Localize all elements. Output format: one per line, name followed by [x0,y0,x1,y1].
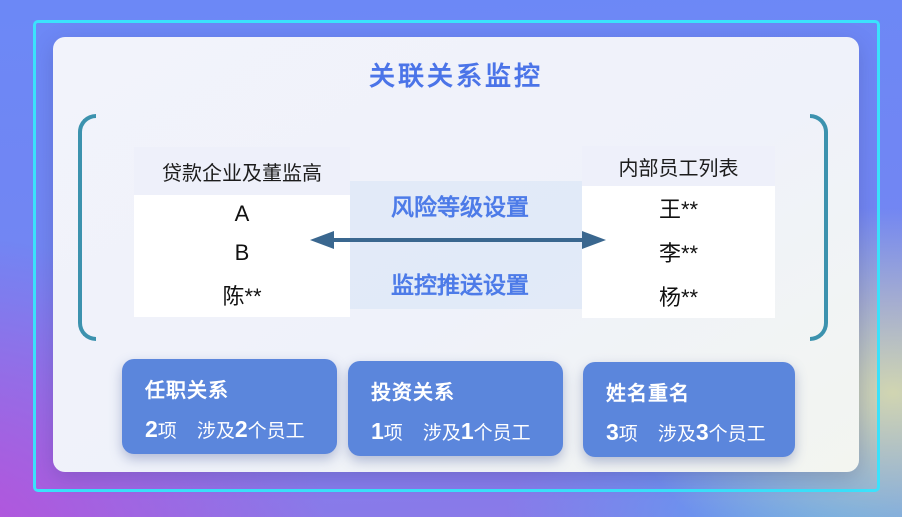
stat-count: 1 [371,418,384,444]
double-arrow-icon [310,222,606,258]
monitor-push-setting-label: 监控推送设置 [391,272,529,298]
table-row: 李** [658,241,699,266]
table-row: A [234,201,250,227]
stat-involve-prefix: 涉及 [422,423,461,444]
stat-card-title: 投资关系 [371,382,455,404]
stat-involve-unit: 个员工 [708,424,766,445]
employee-table-body: 王** 李** 杨** [582,186,775,318]
stat-count-unit: 项 [157,421,177,442]
stat-card-title: 任职关系 [145,380,229,402]
stat-count-unit: 项 [618,424,638,445]
stat-involve-prefix: 涉及 [657,424,696,445]
stat-involve-count: 2 [234,416,248,442]
risk-level-setting-label: 风险等级设置 [391,194,529,220]
stat-involve-count: 3 [695,419,709,445]
table-row: 王** [658,197,699,222]
stat-count-unit: 项 [383,423,403,444]
table-row: 杨** [658,285,699,310]
cyan-frame [33,20,880,492]
stat-involve-unit: 个员工 [473,423,531,444]
stat-count: 3 [606,419,619,445]
stat-count: 2 [145,416,158,442]
employee-table: 内部员工列表 王** 李** 杨** [582,146,775,318]
stat-card-title: 姓名重名 [606,383,690,405]
loan-company-table-header: 贷款企业及董监高 [134,147,350,195]
employee-table-header: 内部员工列表 [582,146,775,186]
stat-involve-count: 1 [460,418,474,444]
page-title: 关联关系监控 [368,61,543,91]
center-highlight-band [350,181,582,309]
stat-involve-prefix: 涉及 [196,421,235,442]
table-row: B [234,239,250,265]
table-row: 陈** [222,283,262,309]
left-bracket [78,114,96,341]
loan-company-table-body: A B 陈** [134,195,350,317]
stat-involve-unit: 个员工 [247,421,305,442]
loan-company-table: 贷款企业及董监高 A B 陈** [134,147,350,317]
right-bracket [810,114,828,341]
